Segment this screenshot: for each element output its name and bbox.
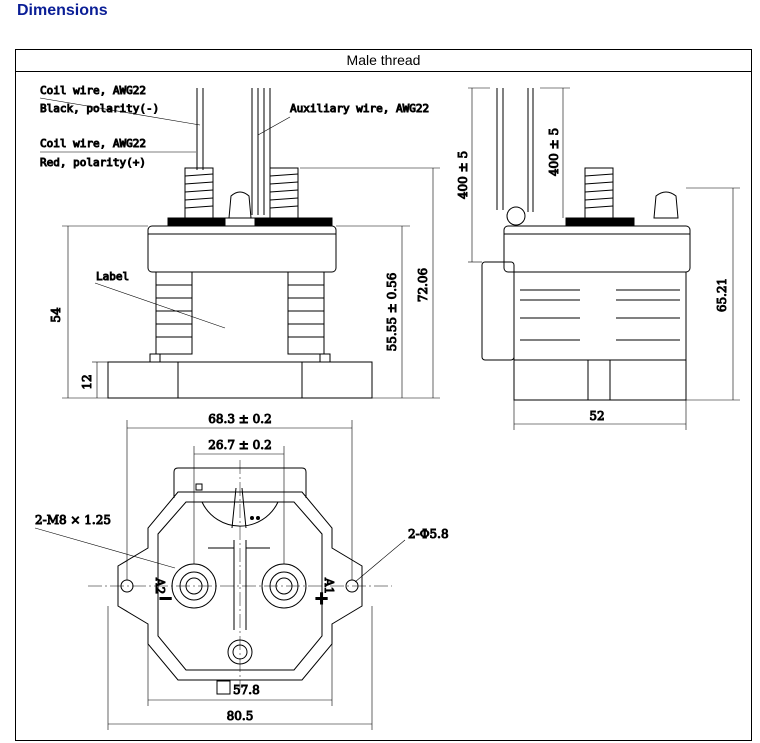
dim-height-base: 12 <box>80 374 94 389</box>
coil-wire-black-line1: Coil wire, AWG22 <box>40 84 146 97</box>
dim-square: 57.8 <box>233 683 260 697</box>
dim-hole: 2-Φ5.8 <box>408 527 449 541</box>
coil-wire-black-line2: Black, polarity(-) <box>40 102 159 115</box>
coil-wire-red-line2: Red, polarity(+) <box>40 156 146 169</box>
minus-sign: − <box>158 588 173 609</box>
dim-side-height: 65.21 <box>715 278 729 312</box>
label-callout: Label <box>96 270 129 283</box>
front-view <box>39 88 440 399</box>
aux-wire-label: Auxiliary wire, AWG22 <box>290 102 429 115</box>
side-view <box>468 87 740 430</box>
dim-wire-length-1: 400 ± 5 <box>456 151 470 199</box>
dim-height-total: 54 <box>49 307 63 323</box>
drawing-frame: Male thread <box>15 49 752 741</box>
dim-mount-width: 68.3 ± 0.2 <box>208 412 272 426</box>
dim-height-max: 72.06 <box>416 268 430 302</box>
page-heading: Dimensions <box>17 2 108 19</box>
terminal-a1-label: A1 <box>322 577 336 594</box>
dim-total-width: 80.5 <box>227 709 254 723</box>
dim-height-terminal: 55.55 ± 0.56 <box>385 273 399 352</box>
dim-thread: 2-M8 × 1.25 <box>35 513 111 527</box>
dim-wire-length-2: 400 ± 5 <box>547 128 561 176</box>
bottom-view <box>34 420 406 730</box>
dim-terminal-spacing: 26.7 ± 0.2 <box>208 438 272 452</box>
panel-title: Male thread <box>16 50 751 72</box>
plus-sign: + <box>314 588 329 609</box>
dim-side-width: 52 <box>589 409 604 423</box>
coil-wire-red-line1: Coil wire, AWG22 <box>40 137 146 150</box>
terminal-a2-label: A2 <box>153 577 167 594</box>
